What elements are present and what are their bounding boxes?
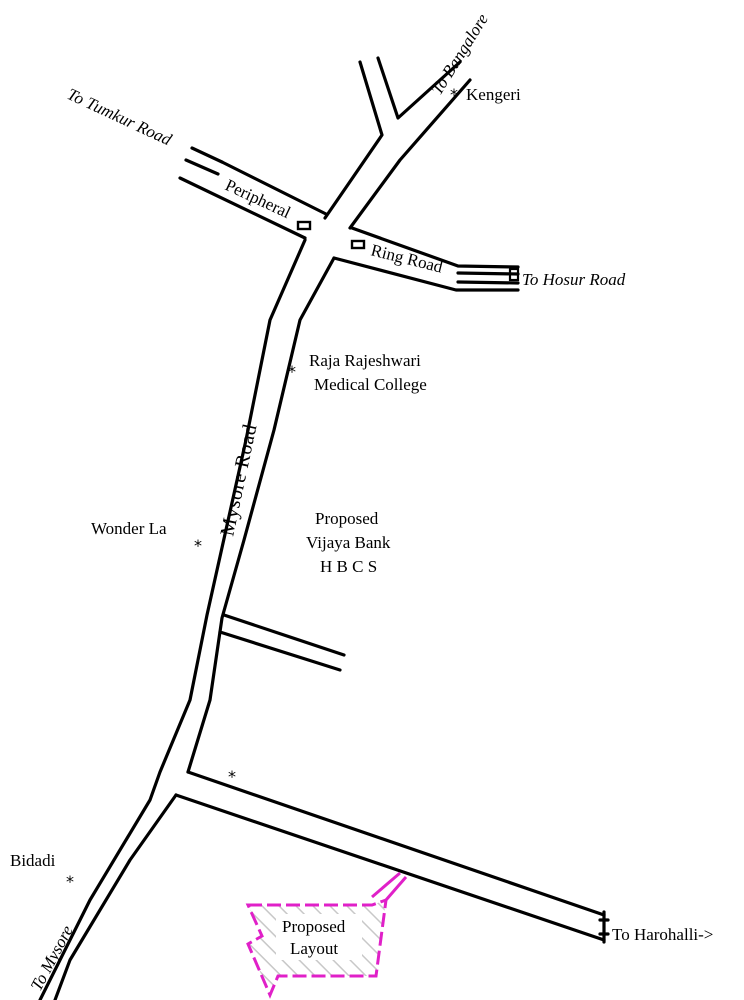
to-hosur-road-label: To Hosur Road [522, 270, 626, 289]
proposed-layout-parcel [245, 871, 408, 999]
proposed-bank-line2: Vijaya Bank [306, 533, 391, 552]
proposed-layout-line1: Proposed [282, 917, 346, 936]
harohalli-road [174, 770, 610, 944]
bangalore-branch-road [323, 56, 472, 230]
wonder-la-marker: * [194, 536, 202, 555]
junction-marker: * [228, 767, 236, 786]
proposed-bank-line3: H B C S [320, 557, 377, 576]
bidadi-marker: * [66, 872, 74, 891]
mysore-road-label: Mysore Road [216, 422, 261, 538]
to-tumkur-road-label: To Tumkur Road [64, 84, 175, 149]
wonder-la-label: Wonder La [91, 519, 167, 538]
side-road [218, 613, 346, 672]
bidadi-label: Bidadi [10, 851, 56, 870]
kengeri-marker: * [450, 85, 458, 104]
rajarajeshwari-label-line2: Medical College [314, 375, 427, 394]
kengeri-label: Kengeri [466, 85, 521, 104]
proposed-bank-line1: Proposed [315, 509, 379, 528]
peripheral-road-left [178, 146, 328, 240]
proposed-layout-line2: Layout [290, 939, 338, 958]
mysore-road [38, 238, 336, 1000]
rajarajeshwari-marker: * [288, 362, 296, 381]
rajarajeshwari-label-line1: Raja Rajeshwari [309, 351, 421, 370]
ring-road-right [332, 226, 520, 292]
to-harohalli-label: To Harohalli-> [612, 925, 713, 944]
